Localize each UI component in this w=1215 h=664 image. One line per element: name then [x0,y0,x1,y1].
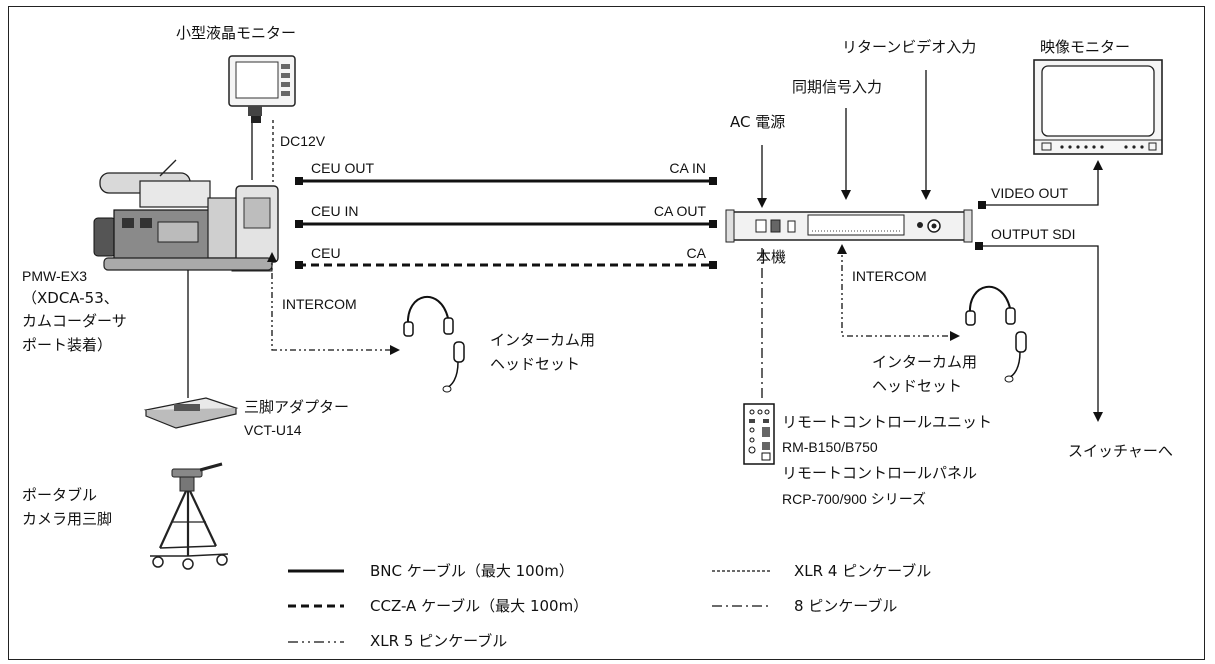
legend-label-8pin: 8 ピンケーブル [794,597,897,615]
intercom-left-arrowhead [267,252,277,262]
output-sdi-cable [982,245,1103,422]
ceu-out-label: CEU OUT [311,160,374,176]
tripod-adapter-label-line2: VCT-U14 [244,422,302,438]
headset-left-label-line2: ヘッドセット [490,355,580,373]
legend-label-xlr5: XLR 5 ピンケーブル [370,632,507,650]
video-monitor-label: 映像モニター [1040,38,1130,56]
remote-label-line3: リモートコントロールパネル [782,464,977,482]
output-sdi-label: OUTPUT SDI [991,226,1076,242]
dc12v-label: DC12V [280,133,326,149]
camera-icon [93,159,279,272]
ceu-label: CEU [311,245,341,261]
ceu-out-connector [295,177,303,185]
ca-out-label: CA OUT [654,203,707,219]
output-sdi-connector [975,242,983,250]
headset-left-icon [403,295,465,393]
ceu-in-connector [295,220,303,228]
headset-right-label-line1: インターカム用 [872,353,977,371]
ca-out-connector [709,220,717,228]
intercom-cable-right [841,246,960,341]
return-video-label: リターンビデオ入力 [842,38,976,56]
intercom-left-label: INTERCOM [282,296,357,312]
ceu-in-label: CEU IN [311,203,358,219]
intercom-cable-left [271,254,400,355]
ceu-connector [295,261,303,269]
remote-label-line4: RCP-700/900 シリーズ [782,491,926,507]
legend-label-bnc: BNC ケーブル（最大 100m） [370,562,574,580]
small-monitor-label: 小型液晶モニター [176,24,296,42]
headset-left-label-line1: インターカム用 [490,331,595,349]
to-switcher-label: スイッチャーへ [1068,442,1173,460]
headset-right-icon [965,286,1027,383]
video-monitor-icon [1033,59,1163,155]
tripod-adapter-label-line1: 三脚アダプター [244,398,349,416]
main-unit-icon [725,209,973,243]
camera-label-line4: ポート装着） [22,336,112,354]
remote-label-line1: リモートコントロールユニット [782,413,992,431]
diagram-frame [8,6,1205,660]
intercom-right-arrowhead [837,244,847,254]
ca-label: CA [687,245,707,261]
tripod-icon [150,462,229,570]
video-out-cable [984,160,1103,206]
tripod-label-line2: カメラ用三脚 [22,510,112,528]
camera-label-line1: PMW-EX3 [22,268,87,284]
ca-in-connector [709,177,717,185]
remote-control-icon [743,403,775,465]
tripod-label-line1: ポータブル [22,486,97,504]
legend-label-ccz: CCZ-A ケーブル（最大 100m） [370,597,588,615]
main-unit-label: 本機 [756,248,786,266]
legend: BNC ケーブル（最大 100m） CCZ-A ケーブル（最大 100m） XL… [288,562,931,650]
small-lcd-monitor-icon [228,55,296,123]
headset-right-label-line2: ヘッドセット [872,377,962,395]
video-out-label: VIDEO OUT [991,185,1068,201]
legend-label-xlr4: XLR 4 ピンケーブル [794,562,931,580]
ca-connector [709,261,717,269]
camera-label-line2: （XDCA-53、 [22,289,119,307]
remote-label-line2: RM-B150/B750 [782,439,878,455]
ca-in-label: CA IN [669,160,706,176]
tripod-adapter-icon [143,397,239,429]
ac-power-label: AC 電源 [730,113,785,131]
camera-label-line3: カムコーダーサ [22,312,127,330]
intercom-right-label: INTERCOM [852,268,927,284]
sync-input-label: 同期信号入力 [792,78,882,96]
video-out-connector [978,201,986,209]
